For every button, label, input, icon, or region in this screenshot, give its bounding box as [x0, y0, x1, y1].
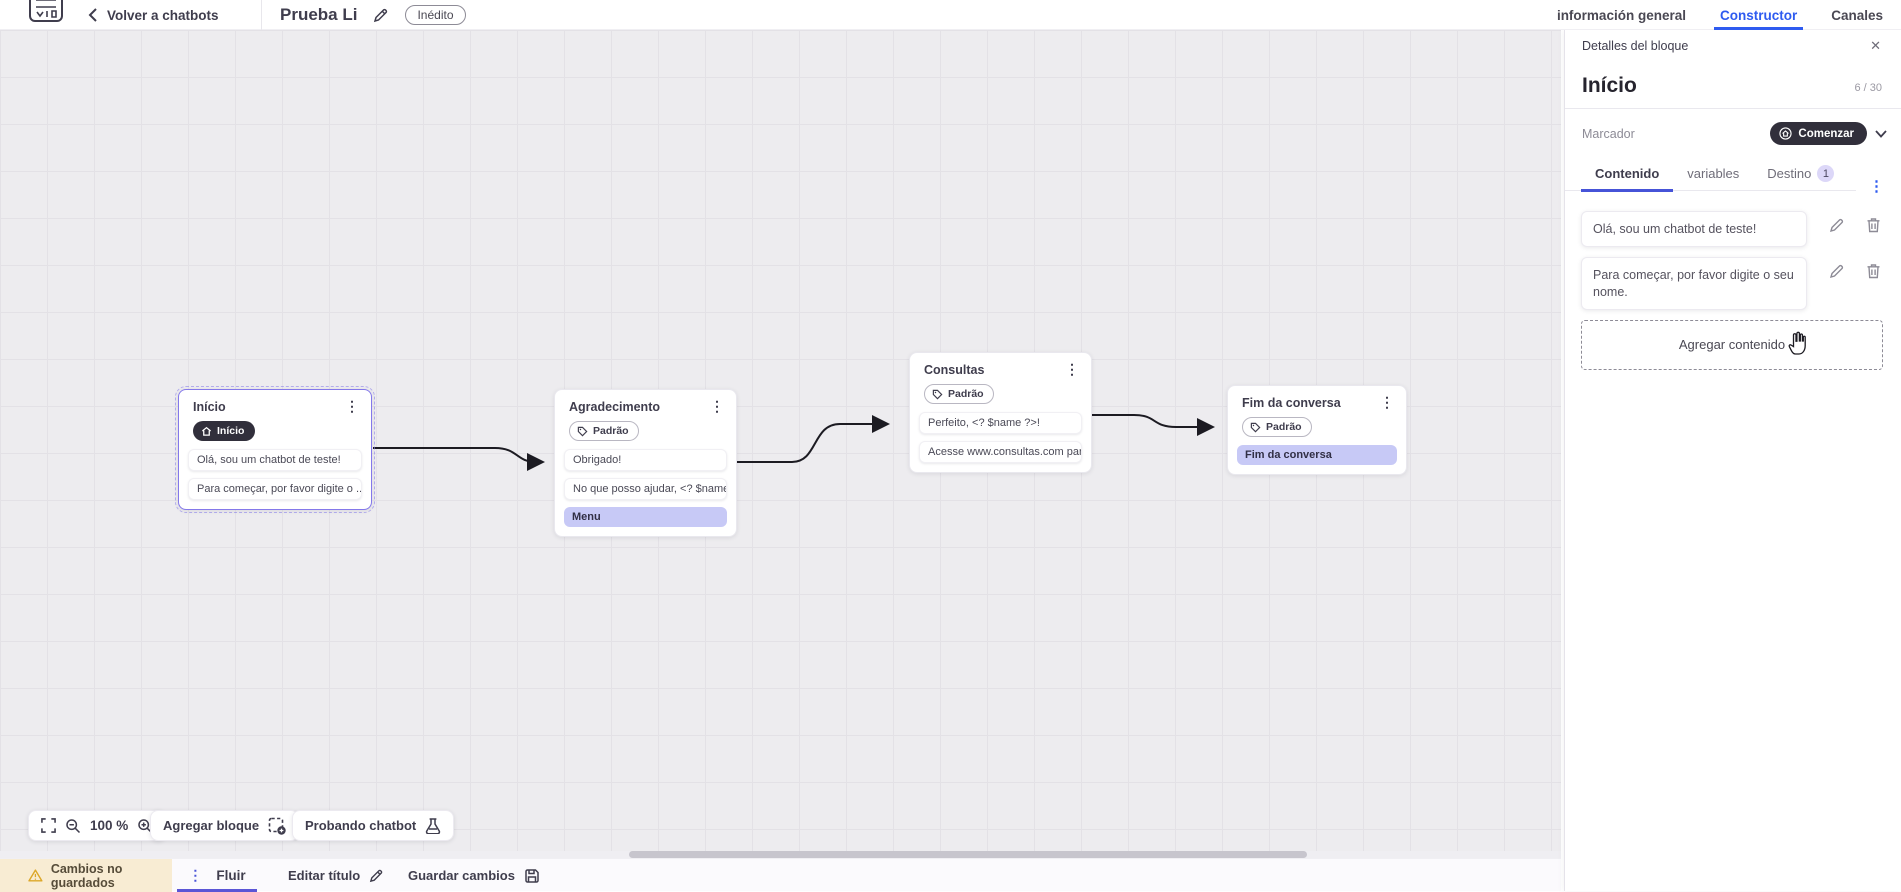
- edit-title-icon[interactable]: [373, 7, 389, 23]
- marker-label: Marcador: [1582, 127, 1635, 141]
- zoom-level: 100 %: [90, 818, 128, 833]
- destino-count-badge: 1: [1817, 165, 1834, 182]
- block-menu-icon[interactable]: ⋮: [1065, 363, 1079, 375]
- block-message[interactable]: Para começar, por favor digite o ...: [188, 478, 362, 500]
- unsaved-changes-indicator: Cambios no guardados: [0, 859, 172, 892]
- add-block-button[interactable]: Agregar bloque: [150, 810, 299, 841]
- block-title: Início: [193, 400, 226, 414]
- tab-contenido[interactable]: Contenido: [1595, 157, 1659, 191]
- app-logo-icon: [26, 0, 66, 25]
- fit-screen-icon[interactable]: [41, 818, 56, 833]
- close-icon[interactable]: ✕: [1870, 38, 1881, 54]
- block-marker-badge: Início: [193, 421, 255, 441]
- status-bar: Cambios no guardados ⋮ Fluir Editar títu…: [0, 858, 1561, 891]
- tab-informacion-general[interactable]: información general: [1557, 0, 1686, 30]
- delete-content-icon[interactable]: [1866, 263, 1881, 279]
- block-menu-icon[interactable]: ⋮: [1380, 396, 1394, 408]
- warning-icon: [28, 868, 43, 883]
- marker-select[interactable]: Comenzar: [1770, 122, 1867, 145]
- back-label: Volver a chatbots: [107, 8, 219, 23]
- flow-block-inicio[interactable]: Início ⋮ Início Olá, sou um chatbot de t…: [178, 389, 372, 510]
- tab-constructor[interactable]: Constructor: [1720, 0, 1797, 30]
- flow-block-fim-da-conversa[interactable]: Fim da conversa ⋮ Padrão Fim da conversa: [1227, 385, 1407, 475]
- panel-menu-icon[interactable]: ⋮: [1869, 177, 1884, 195]
- block-type-badge: Padrão: [924, 384, 994, 404]
- block-menu-icon[interactable]: ⋮: [710, 400, 724, 412]
- add-content-button[interactable]: Agregar contenido: [1581, 320, 1883, 370]
- block-message[interactable]: Acesse www.consultas.com par...: [919, 441, 1082, 463]
- chevron-down-icon[interactable]: [1875, 130, 1887, 138]
- flask-icon: [425, 817, 441, 834]
- back-to-chatbots-button[interactable]: Volver a chatbots: [88, 0, 219, 30]
- flow-block-consultas[interactable]: Consultas ⋮ Padrão Perfeito, <? $name ?>…: [909, 352, 1092, 473]
- unsaved-label: Cambios no guardados: [51, 862, 172, 890]
- edge-consultas-fim: [1092, 415, 1211, 427]
- header-divider: [261, 0, 262, 30]
- flow-canvas[interactable]: Início ⋮ Início Olá, sou um chatbot de t…: [0, 30, 1561, 858]
- content-message-card[interactable]: Olá, sou um chatbot de teste!: [1581, 211, 1807, 247]
- block-message[interactable]: No que posso ajudar, <? $name ...: [564, 478, 727, 500]
- add-block-icon: [268, 817, 286, 835]
- block-message[interactable]: Perfeito, <? $name ?>!: [919, 412, 1082, 434]
- tag-icon: [932, 389, 943, 400]
- home-icon: [1779, 127, 1792, 140]
- zoom-toolbar: 100 %: [28, 810, 166, 841]
- block-name[interactable]: Início: [1582, 74, 1637, 98]
- horizontal-scrollbar: [0, 851, 1561, 858]
- block-type-badge: Padrão: [1242, 417, 1312, 437]
- name-char-counter: 6 / 30: [1854, 82, 1882, 98]
- tag-icon: [577, 426, 588, 437]
- chevron-left-icon: [88, 8, 97, 22]
- status-badge: Inédito: [405, 5, 465, 25]
- zoom-out-icon[interactable]: [65, 818, 81, 834]
- block-details-panel: Detalles del bloque ✕ Início 6 / 30 Marc…: [1564, 30, 1901, 891]
- home-icon: [201, 426, 212, 437]
- flow-tab-fluir[interactable]: ⋮ Fluir: [177, 859, 257, 892]
- block-menu-icon[interactable]: ⋮: [345, 400, 359, 412]
- flow-tab-menu-icon[interactable]: ⋮: [188, 867, 202, 884]
- block-title: Consultas: [924, 363, 984, 377]
- block-message[interactable]: Olá, sou um chatbot de teste!: [188, 449, 362, 471]
- block-message[interactable]: Obrigado!: [564, 449, 727, 471]
- test-chatbot-button[interactable]: Probando chatbot: [292, 810, 454, 841]
- panel-title: Detalles del bloque: [1582, 39, 1688, 53]
- header-tabs: información general Constructor Canales: [1557, 0, 1883, 30]
- block-title: Agradecimento: [569, 400, 660, 414]
- tab-canales[interactable]: Canales: [1831, 0, 1883, 30]
- delete-content-icon[interactable]: [1866, 217, 1881, 233]
- save-changes-button[interactable]: Guardar cambios: [408, 859, 540, 892]
- edge-inicio-agradecimento: [373, 448, 541, 462]
- horizontal-scrollbar-thumb[interactable]: [629, 851, 1307, 858]
- edit-title-button[interactable]: Editar título: [288, 859, 384, 892]
- block-title: Fim da conversa: [1242, 396, 1341, 410]
- tab-variables[interactable]: variables: [1687, 157, 1739, 191]
- edge-agradecimento-consultas: [737, 424, 886, 462]
- tag-icon: [1250, 422, 1261, 433]
- content-message-card[interactable]: Para começar, por favor digite o seu nom…: [1581, 257, 1807, 310]
- edit-content-icon[interactable]: [1829, 263, 1845, 279]
- pencil-icon: [369, 868, 384, 883]
- top-header: Volver a chatbots Prueba Li Inédito info…: [0, 0, 1901, 30]
- flow-block-agradecimento[interactable]: Agradecimento ⋮ Padrão Obrigado! No que …: [554, 389, 737, 537]
- block-end-item[interactable]: Fim da conversa: [1237, 445, 1397, 465]
- chatbot-title: Prueba Li: [280, 5, 357, 25]
- block-type-badge: Padrão: [569, 421, 639, 441]
- save-icon: [524, 868, 540, 884]
- block-menu-item[interactable]: Menu: [564, 507, 727, 527]
- edit-content-icon[interactable]: [1829, 217, 1845, 233]
